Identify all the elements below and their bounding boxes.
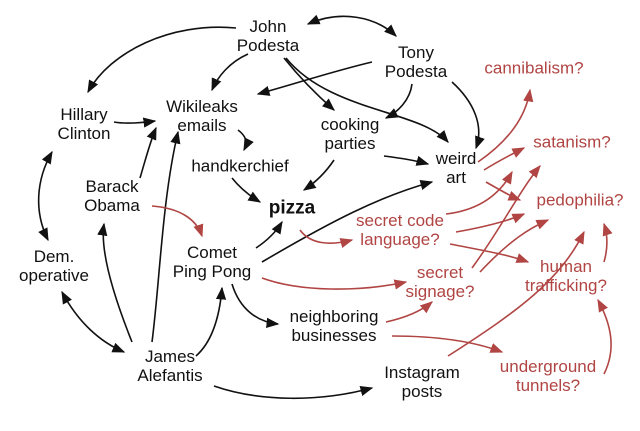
node-label-line: cooking	[320, 115, 380, 134]
node-james-alefantis: James Alefantis	[137, 347, 202, 385]
edge-james-instagram	[213, 385, 374, 400]
edge-tony-cooking	[384, 83, 413, 119]
node-label-line: satanism?	[533, 132, 611, 152]
node-instagram-posts: Instagram posts	[384, 363, 460, 401]
node-label-line: tunnels?	[515, 376, 581, 395]
node-label-line: Podesta	[236, 36, 300, 55]
node-cooking-parties: cooking parties	[321, 115, 380, 153]
node-label-line: handkerchief	[191, 156, 289, 176]
node-label-line: underground	[499, 357, 597, 376]
node-label-line: secret code	[356, 211, 444, 230]
node-tony-podesta: Tony Podesta	[385, 43, 447, 81]
edge-comet-weirdart	[261, 180, 434, 263]
edge-comet-neighboring	[231, 283, 280, 328]
edge-secretcode-pedophilia	[455, 213, 526, 233]
edge-secretcode-satanism	[445, 170, 513, 215]
node-label-line: weird	[435, 149, 477, 168]
node-label-line: Comet	[186, 243, 238, 262]
node-label-line: Ping Pong	[172, 262, 252, 281]
node-label-line: John	[249, 17, 287, 36]
node-label-line: James	[144, 347, 196, 366]
node-label-line: posts	[401, 382, 443, 401]
node-label-line: pizza	[268, 197, 316, 219]
edge-hillary-wikileaks	[113, 117, 157, 128]
edge-dem-james	[61, 290, 126, 353]
node-label-line: Alefantis	[137, 366, 203, 385]
node-label-line: Podesta	[384, 62, 448, 81]
edge-obama-wikileaks	[139, 126, 157, 179]
node-hillary-clinton: Hillary Clinton	[58, 105, 111, 143]
edge-wikileaks-handkerchief	[237, 129, 254, 152]
edge-john-wikileaks	[211, 53, 249, 92]
edge-cooking-weirdart	[383, 155, 430, 166]
edge-john-tony	[306, 14, 397, 37]
edge-weirdart-cannibalism	[477, 88, 534, 163]
edge-trafficking-pedophilia	[602, 222, 613, 263]
edge-instagram-pedophilia	[447, 230, 585, 357]
edge-cooking-pizza	[302, 159, 335, 191]
edge-signage-pedophilia	[479, 219, 550, 273]
node-label-line: Obama	[84, 196, 140, 215]
node-label-line: neighboring	[289, 307, 379, 326]
edge-comet-secretsignage	[261, 277, 408, 290]
edge-tony-wikileaks	[256, 61, 373, 96]
node-wikileaks-emails: Wikileaks emails	[166, 97, 238, 135]
edge-neighboring-secretsignage	[385, 301, 433, 323]
node-john-podesta: John Podesta	[237, 17, 299, 55]
node-barack-obama: Barack Obama	[84, 177, 140, 215]
node-secret-signage: secret signage?	[405, 263, 474, 301]
node-label-line: secret	[416, 263, 464, 282]
node-pizza: pizza	[269, 199, 315, 218]
node-weird-art: weird art	[436, 149, 477, 187]
node-label-line: Barack	[85, 177, 139, 196]
node-label-line: Dem.	[33, 247, 75, 266]
edge-tunnels-trafficking	[597, 298, 612, 375]
edge-john-hillary	[87, 26, 237, 94]
node-handkerchief: handkerchief	[191, 157, 288, 176]
node-human-trafficking: human trafficking?	[525, 257, 607, 295]
node-label-line: language?	[360, 230, 440, 249]
node-label-line: human	[540, 257, 592, 276]
node-cannibalism: cannibalism?	[484, 59, 583, 78]
edge-john-weirdart	[285, 57, 449, 143]
node-pedophilia: pedophilia?	[537, 191, 624, 210]
node-comet-ping-pong: Comet Ping Pong	[173, 243, 251, 281]
node-label-line: pedophilia?	[536, 190, 624, 210]
node-label-line: signage?	[405, 282, 475, 301]
node-label-line: cannibalism?	[484, 58, 584, 78]
node-label-line: Clinton	[57, 124, 111, 143]
node-label-line: Tony	[398, 43, 434, 62]
edge-james-obama	[97, 222, 133, 343]
edge-neighboring-tunnels	[391, 335, 504, 353]
edge-comet-pizza	[255, 220, 283, 249]
node-label-line: Instagram	[384, 363, 460, 382]
node-satanism: satanism?	[533, 133, 610, 152]
node-underground-tunnels: underground tunnels?	[500, 357, 596, 395]
node-label-line: trafficking?	[525, 276, 607, 295]
edge-james-wikileaks	[151, 130, 181, 343]
edge-secretcode-trafficking	[449, 243, 530, 263]
edge-weirdart-satanism	[483, 147, 526, 171]
node-label-line: parties	[324, 134, 376, 153]
node-dem-operative: Dem. operative	[19, 247, 89, 285]
edge-hillary-dem	[37, 150, 53, 242]
node-secret-code-language: secret code language?	[356, 211, 444, 249]
node-label-line: operative	[19, 266, 89, 285]
edge-signage-satanism	[471, 165, 541, 269]
edge-james-comet	[195, 286, 227, 357]
edge-obama-comet	[151, 205, 204, 238]
node-label-line: art	[446, 168, 466, 187]
edge-tony-weirdart	[451, 81, 485, 150]
edge-pizza-secretcode	[299, 229, 354, 248]
node-label-line: emails	[177, 116, 227, 135]
edge-john-cooking	[283, 57, 335, 111]
edge-handkerchief-pizza	[231, 177, 262, 203]
node-neighboring-businesses: neighboring businesses	[290, 307, 379, 345]
node-label-line: businesses	[291, 326, 377, 345]
node-label-line: Wikileaks	[166, 97, 238, 116]
node-label-line: Hillary	[60, 105, 108, 124]
